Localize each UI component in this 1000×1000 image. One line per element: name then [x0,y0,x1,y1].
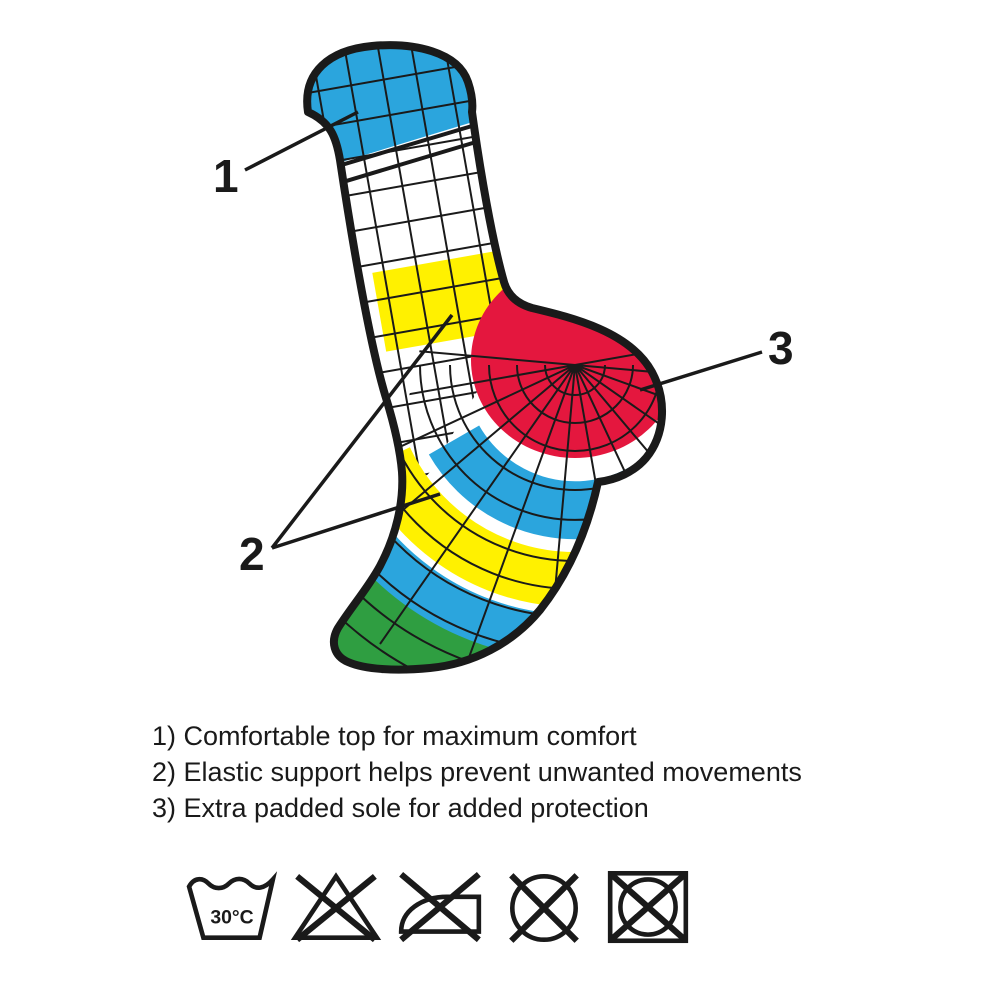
do-not-tumble-dry-icon [607,870,689,944]
legend: 1) Comfortable top for maximum comfort 2… [152,718,802,826]
do-not-bleach-icon [290,872,382,943]
wash-temp-label: 30°C [210,906,253,928]
legend-item-2: 2) Elastic support helps prevent unwante… [152,757,802,787]
callout-3-label: 3 [768,322,794,374]
sock-outline [303,41,666,674]
callout-2-label: 2 [239,528,265,580]
wash-30c-icon: 30°C [186,871,278,940]
legend-item-1: 1) Comfortable top for maximum comfort [152,721,637,751]
do-not-dry-clean-icon [509,873,579,943]
care-symbols-row: 30°C [186,864,694,948]
do-not-iron-icon [398,871,482,943]
legend-item-3: 3) Extra padded sole for added protectio… [152,793,649,823]
leader-line-3 [639,350,763,392]
leader-line-2 [270,313,454,550]
leader-line-1 [244,110,359,172]
callout-1-label: 1 [213,150,239,202]
